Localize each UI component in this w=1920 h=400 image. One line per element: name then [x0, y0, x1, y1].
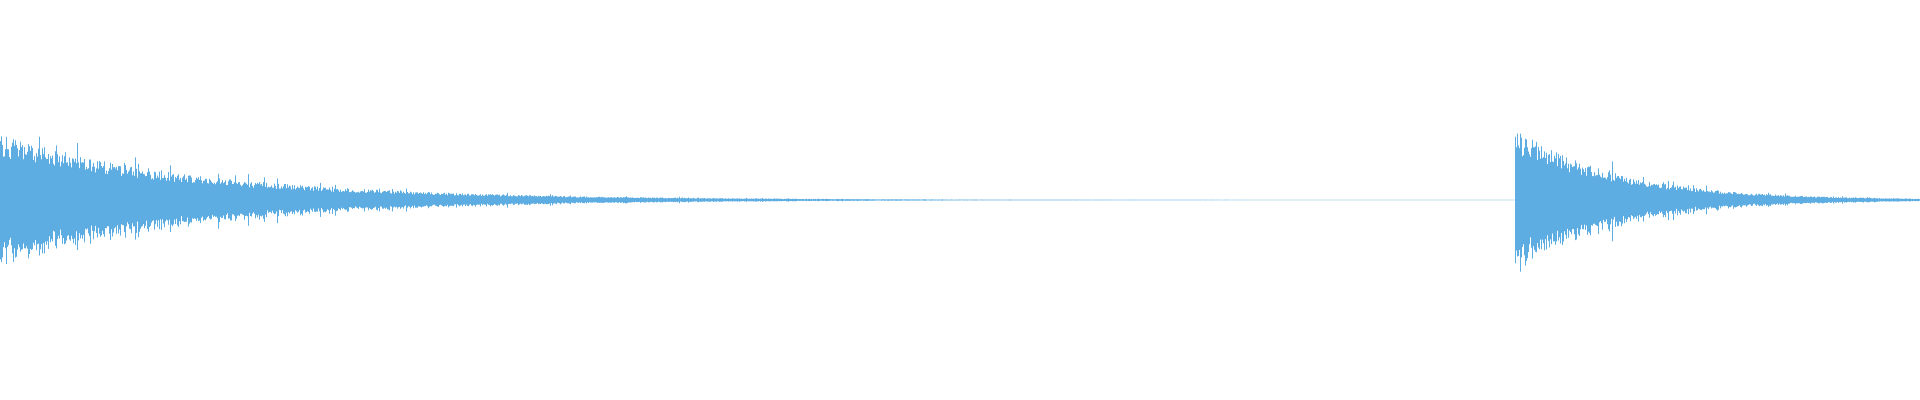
waveform-trace [0, 133, 1920, 272]
waveform-bars [0, 133, 1920, 272]
